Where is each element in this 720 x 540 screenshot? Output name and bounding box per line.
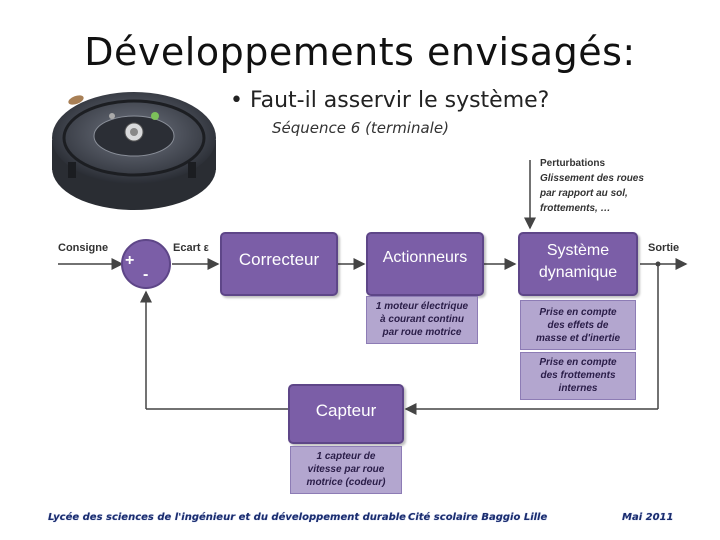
perturbations-block: Perturbations Glissement des roues par r…	[540, 156, 644, 216]
perturbations-title: Perturbations	[540, 158, 606, 169]
note-line: Prise en compte	[539, 357, 617, 368]
note-line: vitesse par roue	[307, 464, 385, 475]
capteur-label: Capteur	[315, 401, 377, 420]
capteur-note: 1 capteur de vitesse par roue motrice (c…	[290, 446, 402, 494]
note-line: masse et d'inertie	[535, 333, 621, 344]
systeme-label: Système	[546, 242, 610, 259]
ecart-label: Ecart ε	[173, 242, 209, 254]
note-line: 1 moteur électrique	[375, 301, 469, 312]
systeme-note-frottements: Prise en compte des frottements internes	[520, 352, 636, 400]
slide-title: Développements envisagés:	[84, 30, 636, 74]
minus-sign: -	[143, 266, 149, 283]
footer-date: Mai 2011	[622, 512, 674, 523]
sortie-label: Sortie	[648, 242, 680, 254]
systeme-note-inertie: Prise en compte des effets de masse et d…	[520, 300, 636, 350]
correcteur-label: Correcteur	[238, 250, 320, 269]
note-line: Prise en compte	[539, 307, 617, 318]
note-line: 1 capteur de	[316, 451, 376, 462]
footer-site: Cité scolaire Baggio Lille	[408, 512, 548, 523]
capteur-block: Capteur	[288, 384, 404, 444]
actionneurs-block: Actionneurs	[366, 232, 484, 296]
robot-vacuum-image	[52, 92, 216, 210]
note-line: à courant continu	[380, 314, 464, 325]
plus-sign: +	[125, 252, 135, 269]
perturbations-line: Glissement des roues	[540, 173, 644, 184]
note-line: par roue motrice	[382, 327, 462, 338]
actionneurs-note: 1 moteur électrique à courant continu pa…	[366, 296, 478, 344]
systeme-label: dynamique	[538, 264, 618, 281]
note-line: internes	[558, 383, 598, 394]
perturbations-line: frottements, …	[540, 203, 611, 214]
note-line: motrice (codeur)	[306, 477, 386, 488]
correcteur-block: Correcteur	[220, 232, 338, 296]
systeme-dynamique-block: Système dynamique	[518, 232, 638, 296]
sequence-label: Séquence 6 (terminale)	[272, 119, 449, 137]
actionneurs-label: Actionneurs	[382, 249, 468, 266]
note-line: des frottements	[540, 370, 616, 381]
note-line: des effets de	[547, 320, 609, 331]
perturbations-line: par rapport au sol,	[540, 188, 628, 199]
footer-school: Lycée des sciences de l'ingénieur et du …	[48, 512, 406, 523]
bullet-question: • Faut-il asservir le système?	[230, 88, 550, 113]
consigne-label: Consigne	[58, 242, 109, 254]
summing-junction	[121, 239, 171, 289]
